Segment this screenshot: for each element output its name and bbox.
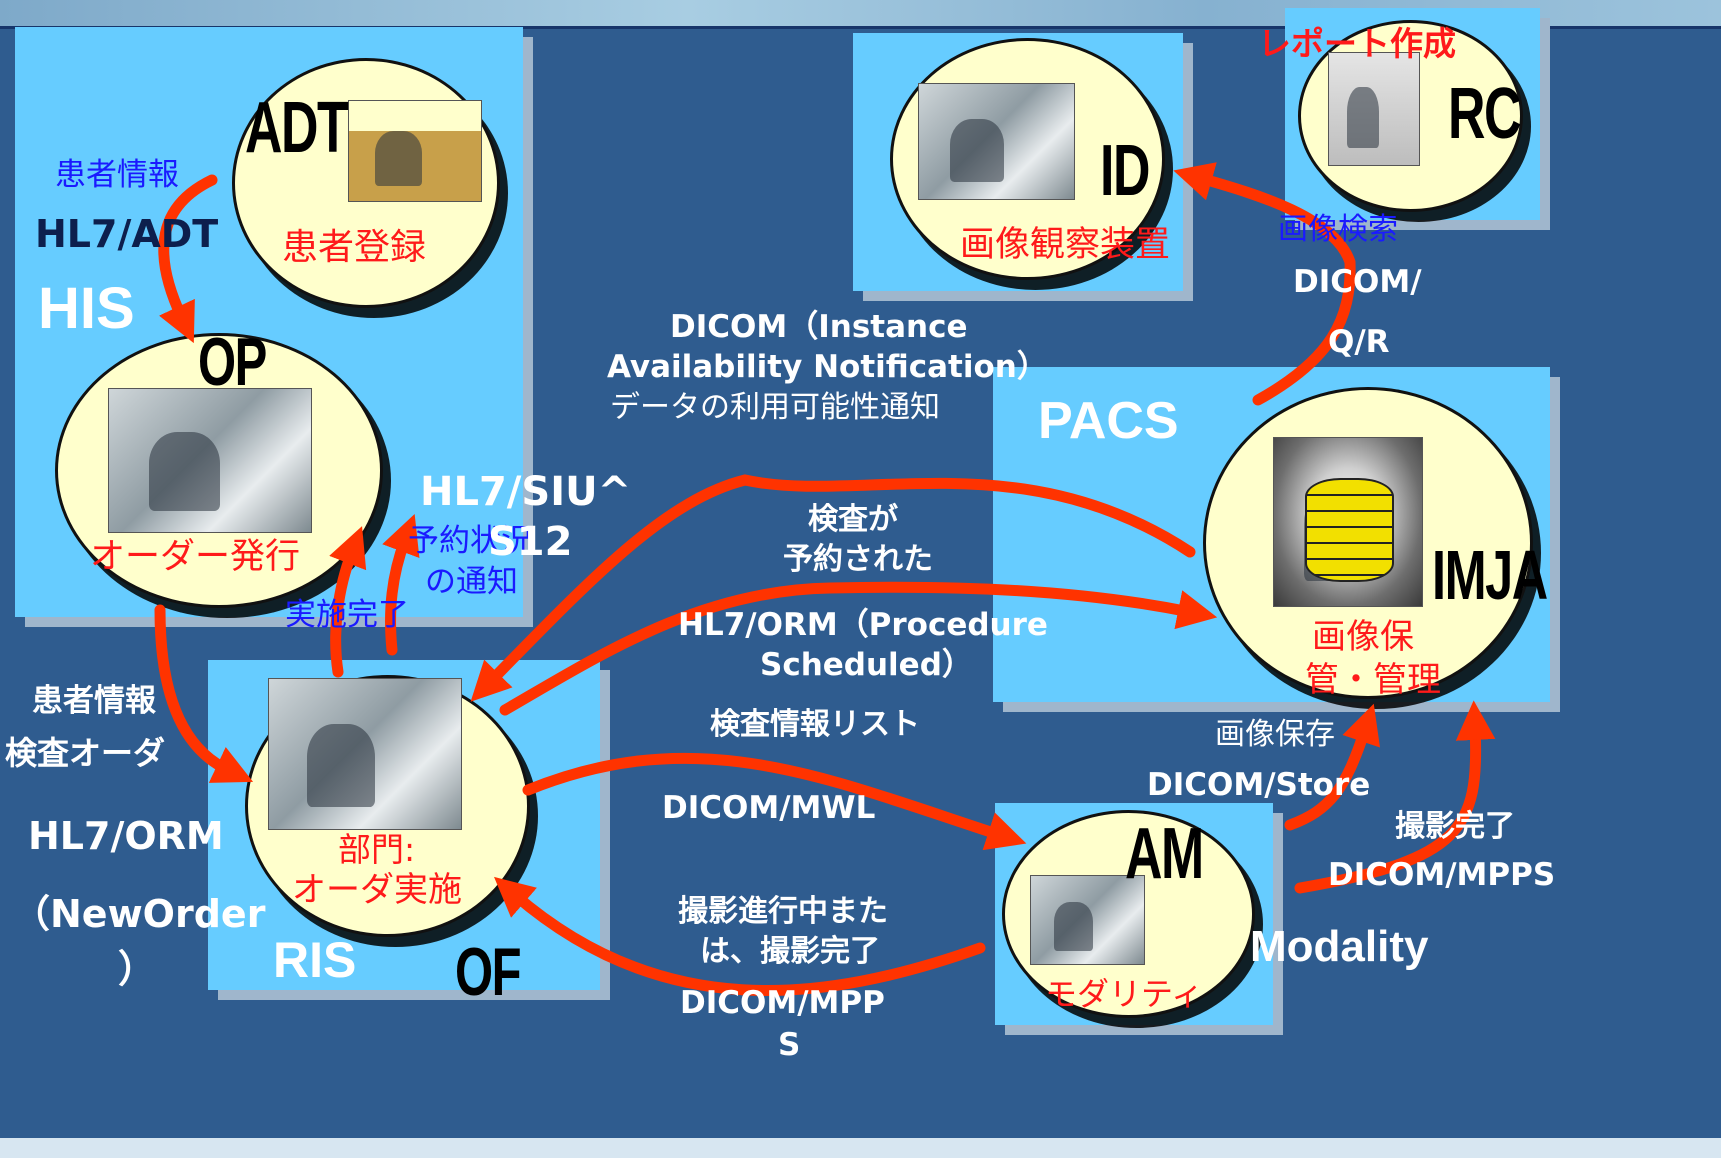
msg-mpps-of-line3: DICOM/MPP	[680, 985, 885, 1021]
msg-adt-op-line2: HL7/ADT	[35, 212, 219, 256]
msg-mpps-of-line1: 撮影進行中また	[678, 894, 888, 929]
arrow-am-to-imja-mpps	[1294, 700, 1496, 894]
consultation-photo	[108, 388, 312, 533]
of-name-line2: オーダ実施	[292, 870, 462, 910]
msg-siu-line2: S12	[488, 519, 573, 565]
arrow-of-to-imja-scheduled	[499, 581, 1218, 716]
msg-scheduled-line4: Scheduled）	[760, 647, 973, 683]
arrow-of-to-op-done	[329, 526, 367, 678]
arrow-of-to-am-mwl	[522, 752, 1027, 851]
imja-name-line1: 画像保	[1312, 617, 1414, 657]
modality-system-label: Modality	[1250, 922, 1429, 971]
msg-mwl-line1: 検査情報リスト	[710, 707, 920, 742]
reception-photo	[268, 678, 462, 830]
report-monitor-illustration	[1328, 52, 1420, 166]
msg-scheduled-line3: HL7/ORM（Procedure	[678, 607, 1048, 643]
msg-scheduled-line1: 検査が	[808, 502, 898, 537]
msg-siu-line3: 予約状況	[408, 523, 532, 559]
arrow-op-to-of	[154, 604, 254, 783]
msg-ian-line3: データの利用可能性通知	[610, 390, 940, 425]
title-bar-rule	[0, 26, 1721, 29]
ct-scanner-photo	[1030, 875, 1145, 965]
msg-query-line2: DICOM/	[1293, 264, 1422, 300]
arrow-adt-to-op	[158, 174, 218, 344]
pacs-system-label: PACS	[1038, 392, 1179, 450]
arrow-pacs-to-id-query	[1173, 162, 1356, 406]
msg-siu-line1: HL7/SIU^	[420, 469, 632, 515]
msg-mpps-imja-line2: DICOM/MPPS	[1328, 857, 1556, 893]
rc-label: RC	[1448, 74, 1521, 154]
billing-desk-illustration	[348, 100, 482, 202]
op-label: OP	[198, 324, 267, 400]
of-name-line1: 部門:	[338, 830, 416, 869]
msg-adt-op-line1: 患者情報	[55, 157, 179, 193]
msg-store-line1: 画像保存	[1215, 717, 1335, 752]
msg-scheduled-line2: 予約された	[783, 542, 933, 577]
msg-mpps-of-line4: S	[778, 1027, 801, 1063]
arrow-imja-to-of-ian	[470, 474, 1196, 702]
msg-op-of-line3: HL7/ORM	[28, 814, 224, 858]
imja-label: IMJA	[1432, 536, 1548, 614]
his-system-label: HIS	[38, 276, 135, 341]
msg-op-of-line5: ）	[118, 947, 157, 991]
msg-mpps-of-line2: は、撮影完了	[700, 934, 880, 969]
msg-of-op-done: 実施完了	[285, 597, 409, 633]
imja-name-line2: 管・管理	[1305, 660, 1441, 700]
msg-ian-line1: DICOM（Instance	[670, 309, 968, 345]
msg-op-of-line4: （NewOrder	[12, 892, 266, 936]
adt-label: ADT	[245, 88, 349, 168]
rc-name: レポート作成	[1258, 24, 1456, 63]
msg-ian-line2: Availability Notification）	[607, 349, 1048, 385]
msg-mwl-line2: DICOM/MWL	[662, 790, 876, 826]
arrow-of-to-op-siu	[382, 514, 420, 656]
msg-query-line1: 画像検索	[1278, 212, 1398, 247]
storage-disk-stack-icon	[1305, 478, 1394, 582]
msg-store-line2: DICOM/Store	[1147, 767, 1371, 803]
arrow-am-to-of-mpps	[493, 876, 986, 996]
am-label: AM	[1125, 814, 1204, 894]
radiologist-workstation-photo	[918, 83, 1075, 200]
id-name: 画像観察装置	[960, 225, 1171, 265]
adt-name: 患者登録	[282, 227, 427, 268]
msg-siu-line4: の通知	[425, 564, 518, 600]
msg-op-of-line1: 患者情報	[32, 683, 156, 719]
msg-query-line3: Q/R	[1328, 324, 1390, 360]
id-label: ID	[1100, 131, 1150, 211]
of-label: OF	[455, 934, 522, 1010]
ris-system-label: RIS	[273, 932, 357, 988]
msg-mpps-imja-line1: 撮影完了	[1395, 809, 1515, 844]
am-name: モダリティ	[1045, 975, 1204, 1013]
arrow-am-to-imja-store	[1284, 703, 1381, 831]
op-name: オーダー発行	[90, 537, 301, 577]
footer-bar-decoration	[0, 1138, 1721, 1158]
msg-op-of-line2: 検査オーダ	[5, 734, 166, 772]
